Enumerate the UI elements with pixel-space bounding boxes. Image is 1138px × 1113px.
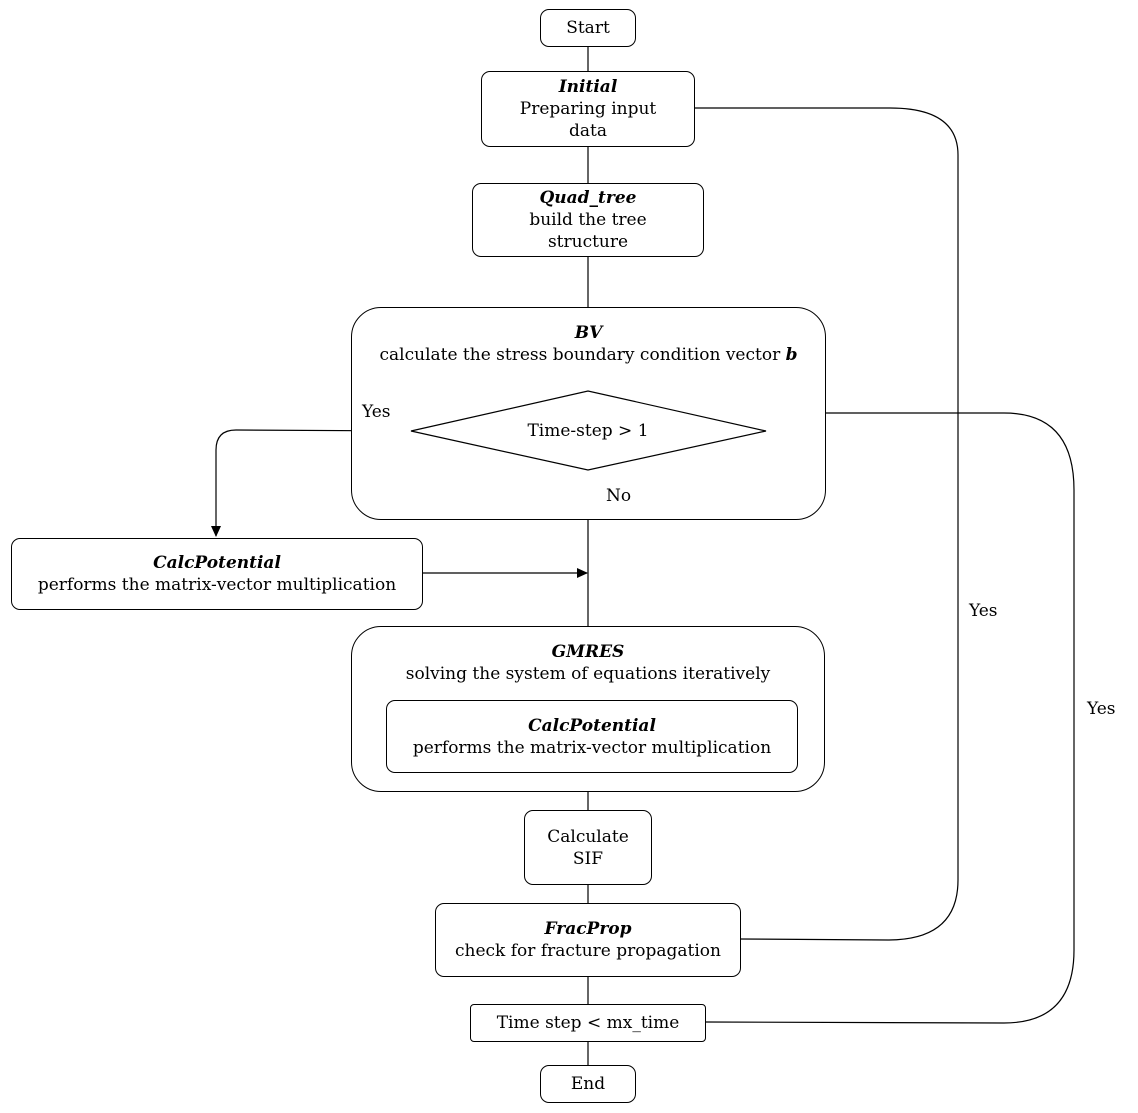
initial-line1: Preparing input <box>519 99 657 119</box>
end-node: End <box>540 1065 636 1103</box>
initial-title: Initial <box>558 77 618 97</box>
quadtree-line2: structure <box>547 232 629 252</box>
timeloop-label: Time step < mx_time <box>496 1013 680 1033</box>
start-node: Start <box>540 9 636 47</box>
fracprop-node: FracProp check for fracture propagation <box>435 903 741 977</box>
calcpotential-node: CalcPotential performs the matrix-vector… <box>11 538 423 610</box>
bv-desc-line: calculate the stress boundary condition … <box>380 344 798 366</box>
gmres-desc: solving the system of equations iterativ… <box>405 664 771 684</box>
bv-title: BV <box>574 323 603 343</box>
start-label: Start <box>566 18 610 38</box>
end-label: End <box>570 1074 606 1094</box>
yes-frac-label: Yes <box>969 601 998 621</box>
bv-desc: calculate the stress boundary condition … <box>379 345 781 365</box>
edge-yes-calcpotential <box>211 429 412 537</box>
calcpotential-title: CalcPotential <box>153 553 281 573</box>
sif-line1: Calculate <box>547 826 629 847</box>
gmres-title: GMRES <box>551 642 625 662</box>
timeloop-node: Time step < mx_time <box>470 1004 706 1042</box>
no-label: No <box>606 486 632 506</box>
gmres-inner-title: CalcPotential <box>528 715 656 736</box>
quadtree-title: Quad_tree <box>539 188 637 208</box>
calculate-sif-node: Calculate SIF <box>524 810 652 885</box>
edge-time-loop <box>705 412 1075 1024</box>
fracprop-desc: check for fracture propagation <box>455 941 721 961</box>
sif-line2: SIF <box>572 848 604 869</box>
decision-label: Time-step > 1 <box>527 421 649 441</box>
quadtree-line1: build the tree <box>529 210 647 230</box>
fracprop-title: FracProp <box>544 919 632 939</box>
edge-fracprop-loop <box>695 107 959 941</box>
quadtree-node: Quad_tree build the tree structure <box>472 183 704 257</box>
yes-time-label: Yes <box>1087 699 1116 719</box>
calcpotential-desc: performs the matrix-vector multiplicatio… <box>37 575 397 595</box>
gmres-inner-node: CalcPotential performs the matrix-vector… <box>386 700 798 773</box>
initial-line2: data <box>569 121 607 141</box>
bv-vector: b <box>785 345 798 365</box>
gmres-inner-desc: performs the matrix-vector multiplicatio… <box>412 737 772 758</box>
initial-node: Initial Preparing input data <box>481 71 695 147</box>
yes-label: Yes <box>362 402 391 422</box>
